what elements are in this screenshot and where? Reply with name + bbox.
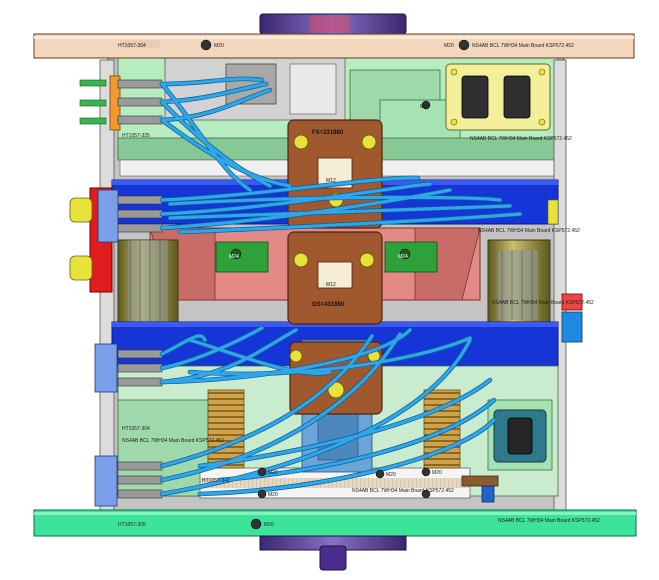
hydraulic-hose <box>188 338 332 375</box>
bottom-cap <box>259 535 407 571</box>
hydraulic-hose <box>160 334 207 356</box>
top-center-screw-label: M20 <box>214 43 224 49</box>
hydraulic-hose <box>160 118 292 188</box>
left-green-screw-label: M24 <box>229 254 239 260</box>
lower-screw-2-label: M20 <box>268 492 278 498</box>
screw-icon <box>289 349 303 363</box>
bottom-plate <box>33 509 637 537</box>
hydraulic-hose <box>198 378 492 468</box>
hydraulic-hose <box>160 332 402 482</box>
lower-center-text-label: NS4AB BCL 7WH34 Main Board KSP572.452 <box>352 488 454 494</box>
hydraulic-hose <box>168 195 502 206</box>
hydraulic-hose <box>160 328 298 384</box>
top-right-connector <box>445 63 551 131</box>
center-block-top-label: FS=231880 <box>312 130 344 136</box>
upper-right-text-label: NS4AB BCL 7WH34 Main Board KSP572.452 <box>470 136 572 142</box>
quick-coupling-icon <box>94 343 118 393</box>
center-block-bottom-screw-label: M12 <box>326 282 336 288</box>
screw-icon <box>257 489 267 499</box>
top-plate <box>33 33 635 59</box>
hydraulic-hose <box>198 418 496 496</box>
connector-plug-icon <box>507 417 533 455</box>
screw-icon <box>293 252 309 268</box>
screw-icon <box>200 39 212 51</box>
hydraulic-hose <box>218 398 496 482</box>
top-right-text-label: NS4AB BCL 7WH34 Main Board KSP572.452 <box>472 43 574 49</box>
screw-icon <box>375 469 385 479</box>
quick-coupling-icon <box>97 189 119 243</box>
plate-screws <box>200 39 470 530</box>
lower-left-text-label: NS4AB BCL 7WH34 Main Board KSP572.452 <box>122 438 224 444</box>
hydraulic-hose <box>188 336 472 376</box>
bottom-center-screw-label: M20 <box>264 522 274 528</box>
lower-center-screw-label: M20 <box>386 472 396 478</box>
upper-left-id-label: HT1057-325 <box>122 133 150 139</box>
top-right-screw-label: M20 <box>444 43 454 49</box>
right-side-blocks <box>547 199 583 343</box>
hydraulic-hose <box>160 176 420 202</box>
screw-icon <box>399 248 411 260</box>
screw-icon <box>421 100 431 110</box>
fittings-left-stack <box>117 79 163 499</box>
top-left-fittings <box>79 75 121 131</box>
spring-icon <box>207 389 245 469</box>
lower-id-label: HT1057-342 <box>202 478 230 484</box>
top-cap <box>259 13 407 35</box>
center-block-top-screw-label: M12 <box>326 178 336 184</box>
connector-plug-icon <box>503 75 531 119</box>
screw-icon <box>421 489 431 499</box>
lower-right-screw-label: M20 <box>432 470 442 476</box>
hydraulic-hoses <box>159 76 523 497</box>
screw-icon <box>458 39 470 51</box>
hydraulic-hose <box>160 100 272 188</box>
hydraulic-hose <box>178 212 522 234</box>
bottom-left-id-label: HT1057-305 <box>118 522 146 528</box>
quick-coupling-icon <box>94 455 118 507</box>
hydraulic-hose <box>160 188 452 230</box>
mid-right-text-label: NS4AB BCL 7WH34 Main Board KSP572.452 <box>478 228 580 234</box>
screw-icon <box>293 134 309 150</box>
copper-block-bottom <box>287 231 383 325</box>
copper-screws <box>289 134 381 399</box>
hydraulic-hose <box>168 204 512 220</box>
center-block-bottom-label: GS=431850 <box>312 302 345 308</box>
lower-right-connector <box>493 409 547 463</box>
screw-icon <box>250 518 262 530</box>
top-left-id-label: HT1057-304 <box>118 43 146 49</box>
screw-icon <box>421 467 431 477</box>
bottom-bracket <box>461 475 499 503</box>
right-cylinder-text-label: NS4AB BCL 7WH34 Main Board KSP572.452 <box>492 300 594 306</box>
left-coupling-blocks <box>94 189 119 507</box>
lower-screw-1-label: M20 <box>268 470 278 476</box>
screw-icon <box>257 467 267 477</box>
spring-stack-left <box>207 389 245 469</box>
connector-plug-icon <box>461 75 489 119</box>
hydraulic-hose <box>160 77 264 86</box>
right-green-screw-label: M24 <box>398 254 408 260</box>
screw-icon <box>361 134 377 150</box>
hydraulic-hose <box>160 334 374 468</box>
screw-icon <box>359 252 375 268</box>
screw-icon <box>230 248 242 260</box>
hydraulic-hose <box>160 88 272 122</box>
upper-right-screw-label: M20 <box>420 104 430 110</box>
part-labels: HT1057-304 M20 M20 NS4AB BCL 7WH34 Main … <box>118 43 600 528</box>
lower-left-id-label: HT1057-304 <box>122 426 150 432</box>
bottom-right-text-label: NS4AB BCL 7WH34 Main Board KSP572.452 <box>498 518 600 524</box>
